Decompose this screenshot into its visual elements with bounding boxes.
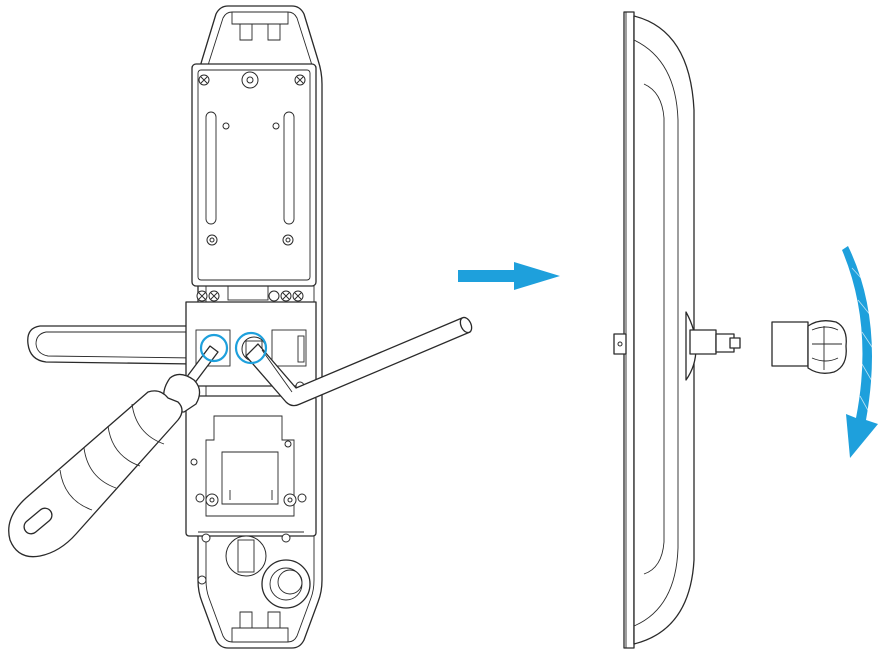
right-arrow-icon [458, 262, 560, 290]
thumb-knob [261, 559, 311, 609]
key-cylinder [197, 533, 291, 585]
hex-key-icon [245, 316, 473, 407]
spindle-block [185, 301, 317, 391]
highlighted-screws [199, 331, 268, 365]
screwdriver-icon [8, 345, 219, 558]
plate-screws-row [196, 290, 304, 302]
lock-rear-view [8, 5, 473, 649]
lower-mechanism-plate [185, 395, 317, 537]
rotate-arrow-icon [842, 246, 879, 458]
upper-mounting-plate [191, 63, 317, 301]
lock-side-view [613, 11, 741, 649]
lever-handle [27, 325, 196, 365]
highlight-screw-right [234, 331, 268, 365]
highlight-screw-left [199, 333, 229, 363]
handle-knob [771, 320, 847, 374]
